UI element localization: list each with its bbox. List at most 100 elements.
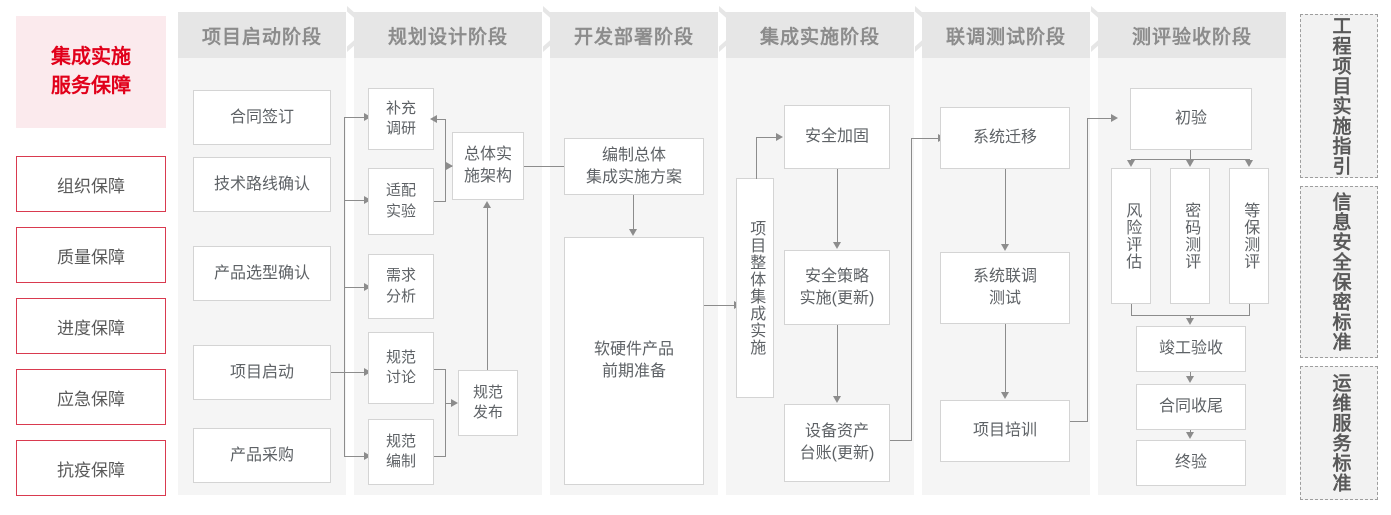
connector-hardening-to-policy [837,169,839,243]
connector-arch-to-plan [524,166,566,168]
connector-integration-up [756,137,758,179]
guarantee-item-epidemic[interactable]: 抗疫保障 [16,440,166,496]
node-overall-integration-plan[interactable]: 编制总体 集成实施方案 [564,138,704,195]
connector-specdisc-out [434,369,446,371]
connector-branch-a [344,117,365,119]
node-requirement-analysis[interactable]: 需求 分析 [368,254,434,319]
node-spec-discussion[interactable]: 规范 讨论 [368,332,434,404]
connector-to-migration [911,138,940,140]
node-spec-drafting[interactable]: 规范 编制 [368,419,434,485]
node-hw-sw-preparation[interactable]: 软硬件产品 前期准备 [564,237,704,485]
connector-ledger-up [911,138,913,441]
connector-release-up [487,208,489,370]
phase-header-1[interactable]: 项目启动阶段 [178,12,346,58]
connector-arrow-to-arch [446,162,453,170]
connector-arrow-crypto [1186,160,1194,167]
connector-arrow-e [364,452,371,460]
connector-adapt-out [434,201,446,203]
connector-arrow-d [364,368,371,376]
connector-arrow-feedback [430,115,437,123]
standard-panel-operations[interactable]: 运维服务标准 [1300,366,1378,500]
node-risk-assessment[interactable]: 风险评估 [1111,168,1151,304]
node-security-hardening[interactable]: 安全加固 [784,105,890,169]
connector-kickoff-to-spine [331,372,345,374]
connector-arrow-closure-to-final [1186,432,1194,439]
connector-branch-b [344,200,365,202]
standard-panel-security[interactable]: 信息安全保密标准 [1300,186,1378,358]
standard-label-engineering: 工程项目实施指引 [1329,16,1351,176]
connector-mlps-down [1249,304,1251,316]
connector-prep-to-integration [704,305,736,307]
connector-arrow-policy-to-ledger [833,396,841,403]
node-product-procurement[interactable]: 产品采购 [193,428,331,483]
connector-policy-to-ledger [837,325,839,397]
standard-label-security: 信息安全保密标准 [1329,192,1351,352]
node-system-joint-debug-test[interactable]: 系统联调 测试 [940,252,1070,324]
node-overall-architecture[interactable]: 总体实 施架构 [452,132,524,200]
connector-arrow-test-to-training [1001,392,1009,399]
phase-header-2[interactable]: 规划设计阶段 [354,12,542,58]
connector-test-to-training [1005,324,1007,393]
node-asset-ledger-update[interactable]: 设备资产 台账(更新) [784,404,890,482]
node-security-policy-update[interactable]: 安全策略 实施(更新) [784,250,890,325]
node-contract-signing[interactable]: 合同签订 [193,90,331,145]
node-product-selection[interactable]: 产品选型确认 [193,246,331,301]
standard-panel-engineering[interactable]: 工程项目实施指引 [1300,14,1378,178]
connector-arrow-release-up [483,201,491,208]
connector-arrow-to-completion [1186,318,1194,325]
connector-plan-to-prep [633,195,635,230]
connector-branch-c [344,287,365,289]
connector-arrow-completion-to-closure [1186,376,1194,383]
guarantee-item-quality[interactable]: 质量保障 [16,227,166,283]
node-final-acceptance[interactable]: 终验 [1136,440,1246,486]
node-initial-acceptance[interactable]: 初验 [1130,88,1252,150]
standard-label-operations: 运维服务标准 [1329,373,1351,493]
phase-header-5[interactable]: 联调测试阶段 [922,12,1090,58]
connector-branch-e [344,456,365,458]
connector-initial-down [1190,150,1192,160]
node-project-kickoff[interactable]: 项目启动 [193,345,331,400]
guarantee-title-line1: 集成实施 [51,46,131,68]
connector-arrow-a [364,113,371,121]
connector-arrow-to-release [451,399,458,407]
connector-arrow-hardening-to-policy [833,242,841,249]
node-tech-route-confirm[interactable]: 技术路线确认 [193,157,331,212]
connector-ledger-right [890,440,912,442]
guarantee-item-organization[interactable]: 组织保障 [16,156,166,212]
connector-p1-spine [344,117,346,456]
connector-branch-d [344,372,365,374]
guarantee-item-schedule[interactable]: 进度保障 [16,298,166,354]
node-mlps-evaluation[interactable]: 等保测评 [1229,168,1269,304]
connector-merge-spine-2 [445,369,447,457]
connector-arrow-to-initial-check [1111,114,1118,122]
node-project-training[interactable]: 项目培训 [940,400,1070,462]
phase-header-4[interactable]: 集成实施阶段 [726,12,914,58]
connector-fanout-bar [1131,159,1250,161]
connector-specdraft-out [434,456,446,458]
connector-arrow-to-hardening [776,133,783,141]
node-spec-release[interactable]: 规范 发布 [458,370,518,436]
connector-training-right [1070,421,1088,423]
connector-to-initial-check [1087,118,1113,120]
node-completion-acceptance[interactable]: 竣工验收 [1136,326,1246,372]
connector-risk-down [1131,304,1133,316]
connector-training-up [1087,118,1089,422]
phase-header-6[interactable]: 测评验收阶段 [1098,12,1286,58]
node-contract-closure[interactable]: 合同收尾 [1136,384,1246,430]
connector-completion-to-closure [1190,372,1192,378]
node-project-overall-integration[interactable]: 项目整体集成实施 [736,178,774,398]
connector-migration-to-test [1005,169,1007,245]
connector-arrow-b [364,196,371,204]
connector-arrow-mlps [1245,160,1253,167]
phase-header-3[interactable]: 开发部署阶段 [550,12,718,58]
node-system-migration[interactable]: 系统迁移 [940,107,1070,169]
node-crypto-evaluation[interactable]: 密码测评 [1170,168,1210,304]
connector-arrow-risk [1127,160,1135,167]
connector-integration-to-hardening [756,137,778,139]
node-adaptation-experiment[interactable]: 适配 实验 [368,168,434,235]
node-supplementary-research[interactable]: 补充 调研 [368,88,434,150]
guarantee-title: 集成实施 服务保障 [16,16,166,128]
connector-merge-to-release [445,403,452,405]
guarantee-item-emergency[interactable]: 应急保障 [16,369,166,425]
